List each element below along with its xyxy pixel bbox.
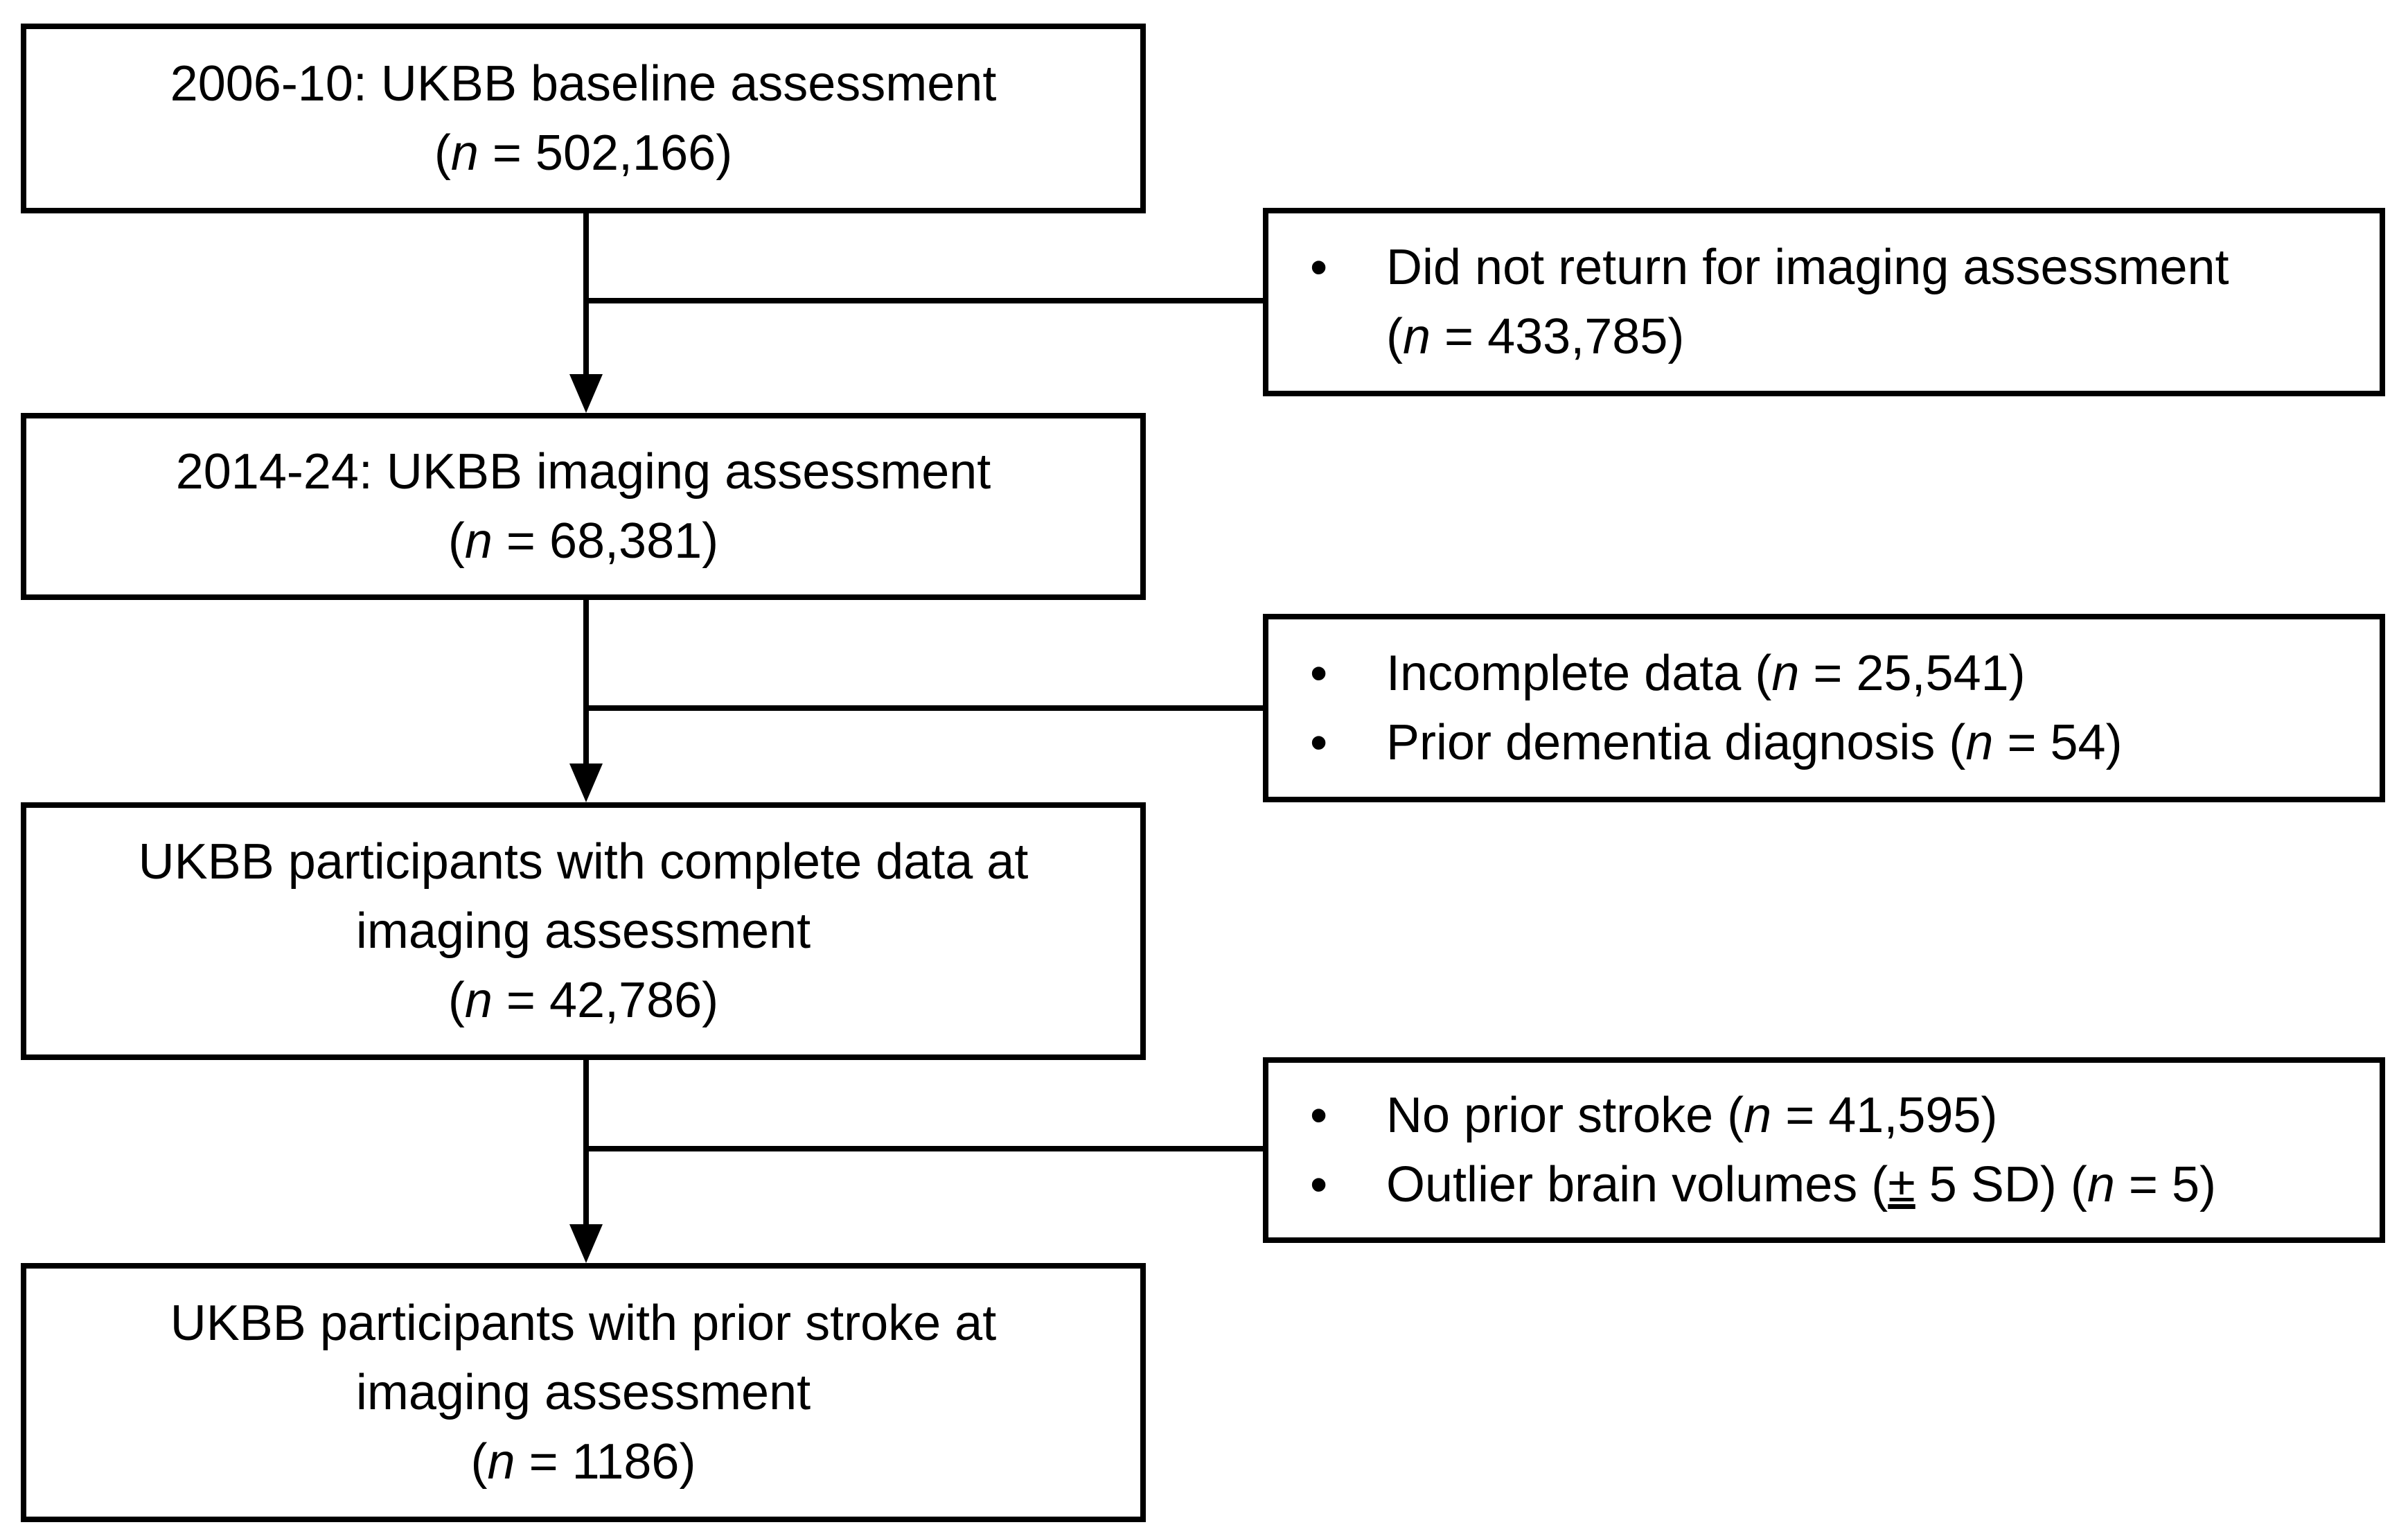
- stroke-title-line-2: imaging assessment: [355, 1365, 811, 1420]
- n-symbol: n: [1402, 309, 1431, 364]
- n-symbol: n: [487, 1434, 515, 1490]
- imaging-n-value: 68,381: [549, 513, 702, 569]
- exclusion-text: Did not return for imaging assessment: [1386, 240, 2229, 295]
- complete-data-box: UKBB participants with complete data at …: [21, 802, 1146, 1060]
- complete-title-line-2: imaging assessment: [355, 903, 811, 959]
- imaging-title: 2014-24: UKBB imaging assessment: [175, 444, 991, 500]
- baseline-count: (n = 502,166): [434, 125, 733, 181]
- exclusion-n-value: 25,541: [1856, 646, 2009, 701]
- bullet-glyph: •: [1310, 240, 1328, 295]
- exclusion-n-value: 41,595: [1828, 1088, 1981, 1143]
- bullet-glyph: •: [1310, 1157, 1328, 1212]
- plus-minus-symbol: ±: [1888, 1157, 1915, 1212]
- prior-stroke-box: UKBB participants with prior stroke at i…: [21, 1263, 1146, 1522]
- exclusion-text: Incomplete data (n = 25,541): [1386, 646, 2026, 701]
- arrowhead-1: [569, 374, 603, 413]
- exclusion-item: • No prior stroke (n = 41,595): [1268, 1081, 2380, 1150]
- complete-n-value: 42,786: [549, 973, 702, 1028]
- baseline-assessment-box: 2006-10: UKBB baseline assessment (n = 5…: [21, 24, 1146, 213]
- exclusion-item: • Outlier brain volumes (± 5 SD) (n = 5): [1268, 1150, 2380, 1219]
- baseline-n-value: 502,166: [535, 125, 716, 181]
- exclusion-box-1: • Did not return for imaging assessment …: [1263, 208, 2385, 396]
- bullet-glyph: •: [1310, 646, 1328, 701]
- complete-count: (n = 42,786): [448, 973, 719, 1028]
- arrowhead-3: [569, 1224, 603, 1263]
- exclusion-text: Prior dementia diagnosis (n = 54): [1386, 715, 2123, 770]
- bullet-glyph: •: [1310, 1088, 1328, 1143]
- exclusion-count: (n = 433,785): [1386, 309, 1685, 364]
- baseline-title: 2006-10: UKBB baseline assessment: [170, 56, 997, 112]
- n-symbol: n: [1965, 715, 1994, 770]
- n-symbol: n: [2087, 1157, 2115, 1212]
- arrowhead-2: [569, 763, 603, 802]
- exclusion-n-value: 5: [2171, 1157, 2199, 1212]
- n-symbol: n: [464, 973, 493, 1028]
- stroke-n-value: 1186: [572, 1434, 680, 1490]
- imaging-assessment-box: 2014-24: UKBB imaging assessment (n = 68…: [21, 413, 1146, 600]
- exclusion-item: • Prior dementia diagnosis (n = 54): [1268, 708, 2380, 777]
- n-symbol: n: [450, 125, 479, 181]
- exclusion-text: No prior stroke (n = 41,595): [1386, 1088, 1998, 1143]
- exclusion-box-2: • Incomplete data (n = 25,541) • Prior d…: [1263, 614, 2385, 802]
- complete-title-line-1: UKBB participants with complete data at: [138, 834, 1029, 890]
- imaging-count: (n = 68,381): [448, 513, 719, 569]
- n-symbol: n: [1771, 646, 1800, 701]
- stroke-count: (n = 1186): [470, 1434, 696, 1490]
- exclusion-n-value: 433,785: [1487, 309, 1668, 364]
- exclusion-item: • Incomplete data (n = 25,541): [1268, 639, 2380, 708]
- bullet-glyph: •: [1310, 715, 1328, 770]
- exclusion-item: • Did not return for imaging assessment: [1268, 233, 2380, 302]
- stroke-title-line-1: UKBB participants with prior stroke at: [170, 1296, 997, 1351]
- n-symbol: n: [464, 513, 493, 569]
- exclusion-n-value: 54: [2050, 715, 2106, 770]
- exclusion-box-3: • No prior stroke (n = 41,595) • Outlier…: [1263, 1057, 2385, 1243]
- exclusion-text: Outlier brain volumes (± 5 SD) (n = 5): [1386, 1157, 2216, 1212]
- n-symbol: n: [1744, 1088, 1772, 1143]
